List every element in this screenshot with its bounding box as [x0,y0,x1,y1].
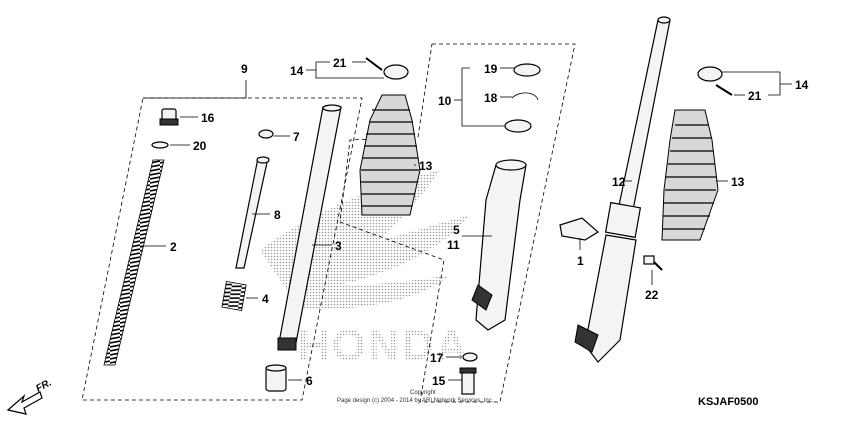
band-clamp-right-part [697,66,733,96]
front-arrow-icon [6,391,43,415]
fork-slider-left-part [471,159,527,331]
flange-bolt-part [643,255,663,271]
group-box-9 [81,97,363,401]
callout-19: 19 [484,62,498,76]
callout-7: 7 [293,130,300,144]
group-9-bracket [143,80,247,99]
callout-13-right: 13 [731,175,745,189]
fork-boot-left-part [359,94,421,216]
callout-10: 10 [438,94,452,108]
sealing-washer-part [462,352,478,362]
callout-5: 5 [453,223,460,237]
callout-numbers: 9 16 20 2 7 8 3 4 6 14 21 13 10 19 18 5 … [170,56,809,388]
front-direction-label: FR. [34,377,53,394]
copyright-notice: Page design (c) 2004 - 2014 by ARI Netwo… [337,398,494,404]
callout-1: 1 [577,254,584,268]
dust-seal-part [513,63,541,77]
callout-16: 16 [201,111,215,125]
fork-pipe-part [277,104,342,351]
callout-15: 15 [432,374,446,388]
leader-lines [140,61,792,381]
cap-bolt-part [159,108,179,126]
callout-18: 18 [484,91,498,105]
callout-3: 3 [335,239,342,253]
callout-20: 20 [193,139,207,153]
honda-wing-watermark: HONDA [260,170,470,370]
band-clamp-left-part [365,57,409,80]
cable-bracket-part [559,217,600,241]
callout-12: 12 [612,175,626,189]
callout-14-left: 14 [290,64,304,78]
rebound-spring-part [221,280,247,312]
o-ring-part [151,141,169,149]
callout-8: 8 [274,208,281,222]
callout-2: 2 [170,240,177,254]
callout-4: 4 [262,292,269,306]
callout-21-right: 21 [748,89,762,103]
fork-spring-part [103,159,165,366]
piston-ring-part [258,129,274,139]
right-fork-assembly-part [574,16,671,363]
oil-seal-part [504,119,532,133]
honda-watermark-text: HONDA [298,321,469,370]
callout-17: 17 [430,351,444,365]
copyright-label: Copyright [410,390,436,396]
callout-11: 11 [447,238,460,252]
front-direction-indicator: FR. [6,377,54,415]
callout-21-left: 21 [333,56,347,70]
callout-13-left: 13 [419,159,433,173]
stopper-ring-part [511,92,539,101]
diagram-code: KSJAF0500 [698,396,759,408]
fork-boot-right-part [661,109,719,241]
damper-rod-part [235,156,270,269]
callout-9: 9 [241,62,248,76]
callout-6: 6 [306,374,313,388]
oil-lock-piece-part [265,364,287,392]
socket-bolt-part [459,367,477,395]
callout-22: 22 [645,288,659,302]
callout-14-right: 14 [795,78,809,92]
